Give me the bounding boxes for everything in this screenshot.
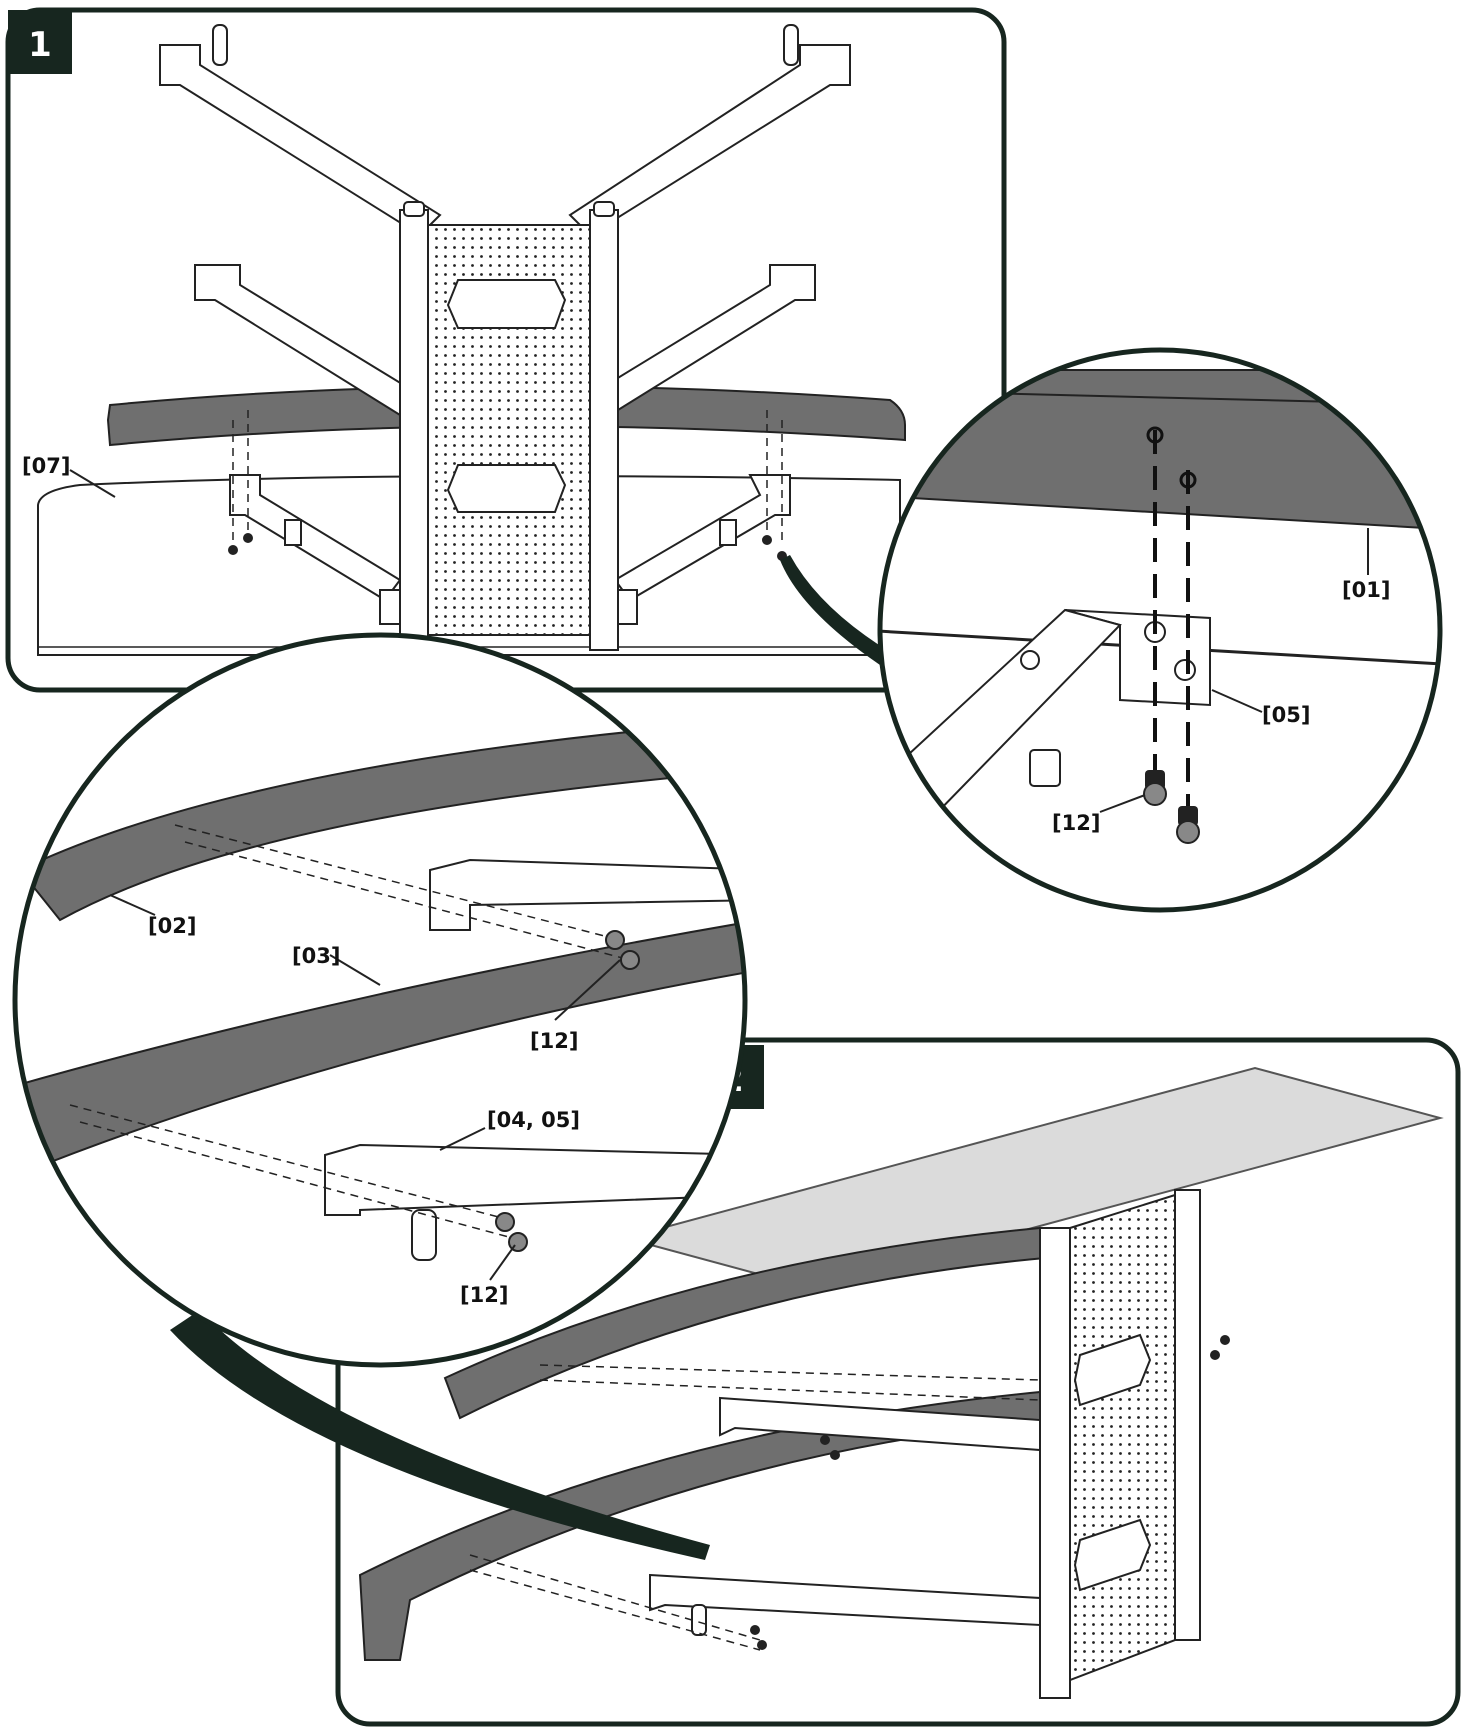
screw-icon [757,1640,767,1650]
step2-glass-shelf [621,1066,1444,1290]
screw-icon [830,1450,840,1460]
callout-07: [07] [22,454,70,478]
screw-head-icon [1143,782,1167,806]
screw-head-icon [605,930,625,950]
callout-05: [05] [1262,703,1310,727]
screw-icon [1220,1335,1230,1345]
detail1-pointer [780,555,895,665]
step1-cable-opening-bottom [446,464,567,513]
step1-badge [8,10,72,74]
step2-arm-middle [719,1396,1041,1452]
step1-panel: 1 [5,7,1007,693]
screw-head-icon [495,1212,515,1232]
step1-screw-guides [228,410,787,561]
step2-arm-bottom [649,1573,1041,1627]
detail2-pointer [170,1310,710,1560]
step1-cable-opening-top [446,279,567,329]
detail2-lower-arm [324,1143,745,1216]
step1-lower-arms [229,474,791,625]
screw-icon [243,533,253,543]
step2-column-left [1039,1227,1071,1699]
detail1-callout: [01] [05] [12] [877,347,1443,913]
step2-column-right [1174,1189,1201,1641]
step1-upper-arms [159,24,851,417]
callout-02: [02] [148,914,196,938]
callout-03: [03] [292,944,340,968]
callout-01: [01] [1342,578,1390,602]
detail2-upper-arm [429,858,745,931]
screw-icon [820,1435,830,1445]
detail2-callout: [02] [03] [12] [04, 05] [12] [12,632,748,1368]
step2-perforated-panel [1069,1193,1176,1682]
screw-icon [1178,806,1198,826]
screw-icon [1210,1350,1220,1360]
screw-head-icon [620,950,640,970]
callout-12-detail1: [12] [1052,811,1100,835]
callout-04-05: [04, 05] [487,1108,580,1132]
detail2-upper-rail [18,718,745,922]
callout-12-detail2-lower: [12] [460,1283,508,1307]
detail2-ring [12,632,748,1368]
screw-icon [228,545,238,555]
callout-12-detail2-upper: [12] [530,1029,578,1053]
step1-number: 1 [28,25,52,65]
step1-column [399,201,619,651]
step2-frame [335,1037,1461,1727]
detail1-ring [877,347,1443,913]
screw-icon [762,535,772,545]
screw-icon [750,1625,760,1635]
detail2-lower-rail [15,918,745,1172]
screw-head-icon [1176,820,1200,844]
